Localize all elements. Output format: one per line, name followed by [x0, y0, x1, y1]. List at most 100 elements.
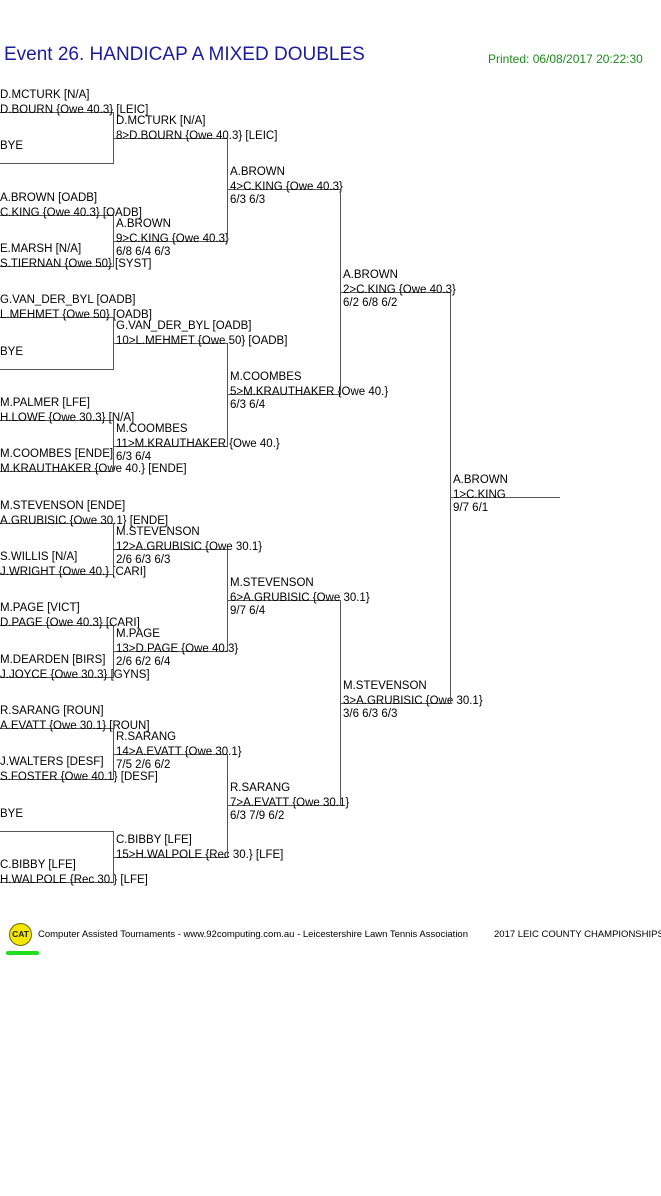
bracket-line [227, 805, 340, 806]
bracket-line [113, 343, 227, 344]
bracket-line [0, 728, 113, 729]
bracket-line [113, 138, 227, 139]
team-name-player2: 4>C.KING {Owe 40.3} [230, 181, 343, 193]
team-name-player2: S.FOSTER {Owe 40.1} [DESF] [0, 771, 158, 783]
team-name-player2: M.KRAUTHAKER {Owe 40.} [ENDE] [0, 463, 187, 475]
team-name-player1: D.MCTURK [N/A] [116, 115, 206, 127]
printed-timestamp: Printed: 06/08/2017 20:22:30 [488, 52, 643, 66]
bracket-connector [450, 292, 451, 704]
bracket-line [0, 420, 113, 421]
team-name-player1: M.STEVENSON [230, 577, 314, 589]
team-name-player1: M.STEVENSON [343, 680, 427, 692]
bracket-line [227, 189, 340, 190]
bracket-line [227, 600, 340, 601]
bracket-line [0, 677, 113, 678]
team-name-player2: H.LOWE {Owe 30.3} [N/A] [0, 412, 135, 424]
match-score: 6/3 6/4 [116, 451, 152, 463]
footer-event: 2017 LEIC COUNTY CHAMPIONSHIPS [494, 929, 661, 940]
team-name-player2: 2>C.KING {Owe 40.3} [343, 284, 456, 296]
team-name-player2: A.EVATT {Owe 30.1} [ROUN] [0, 720, 150, 732]
team-name-player1: M.STEVENSON [ENDE] [0, 500, 126, 512]
team-name-player2: 15>H.WALPOLE {Rec 30.} [LFE] [116, 849, 284, 861]
match-score: 6/8 6/4 6/3 [116, 246, 171, 258]
team-name-player1: M.PAGE [VICT] [0, 602, 80, 614]
team-name-player2: 11>M.KRAUTHAKER {Owe 40.} [116, 438, 280, 450]
match-score: 2/6 6/3 6/3 [116, 554, 171, 566]
bracket-connector [227, 138, 228, 242]
team-name-player2: 13>D.PAGE {Owe 40.3} [116, 643, 239, 655]
team-name-player1: M.DEARDEN [BIRS] [0, 654, 106, 666]
team-name-player1: R.SARANG [ROUN] [0, 705, 104, 717]
team-name-player2: 8>D.BOURN {Owe 40.3} [LEIC] [116, 130, 278, 142]
match-score: 9/7 6/1 [453, 502, 489, 514]
team-name-player2: 9>C.KING {Owe 40.3} [116, 233, 229, 245]
bracket-line [113, 857, 227, 858]
team-name-player2: 3>A.GRUBISIC {Owe 30.1} [343, 695, 483, 707]
bracket-line [0, 163, 113, 164]
bracket-line [450, 497, 560, 498]
team-name-player1: R.SARANG [116, 731, 177, 743]
team-name-player1: A.BROWN [OADB] [0, 192, 98, 204]
bracket-connector [227, 343, 228, 447]
bracket-line [0, 779, 113, 780]
match-score: 6/2 6/8 6/2 [343, 297, 398, 309]
team-name-player1: A.BROWN [343, 269, 398, 281]
cat-logo: CAT [9, 923, 32, 946]
team-name-player2: 6>A.GRUBISIC {Owe 30.1} [230, 592, 370, 604]
bracket-line [0, 369, 113, 370]
bracket-line [0, 574, 113, 575]
bracket-line [340, 703, 450, 704]
team-name-player2: A.GRUBISIC {Owe 30.1} [ENDE] [0, 515, 169, 527]
team-name-player1: M.COOMBES [230, 371, 302, 383]
team-name-player1: A.BROWN [116, 218, 171, 230]
team-name-player2: 12>A.GRUBISIC {Owe 30.1} [116, 541, 263, 553]
team-name-player2: J.JOYCE {Owe 30.3} [GYNS] [0, 669, 150, 681]
team-name-player1: J.WALTERS [DESF] [0, 756, 104, 768]
team-name-player1: M.PAGE [116, 628, 160, 640]
match-score: 6/3 7/9 6/2 [230, 810, 285, 822]
bracket-line [0, 215, 113, 216]
bracket-line [0, 831, 113, 832]
bracket-line [113, 241, 227, 242]
team-name-player2: 10>L.MEHMET {Owe 50} [OADB] [116, 335, 288, 347]
team-name-player1: M.COOMBES [116, 423, 188, 435]
team-name-player2: 14>A.EVATT {Owe 30.1} [116, 746, 242, 758]
bracket-line [113, 549, 227, 550]
team-name-player1: E.MARSH [N/A] [0, 243, 82, 255]
match-score: 7/5 2/6 6/2 [116, 759, 171, 771]
team-name-player1: M.PALMER [LFE] [0, 397, 90, 409]
bracket-line [0, 266, 113, 267]
team-name-player1: M.COOMBES [ENDE] [0, 448, 114, 460]
team-name-player2: D.BOURN {Owe 40.3} [LEIC] [0, 104, 149, 116]
bracket-line [0, 112, 113, 113]
page-title: Event 26. HANDICAP A MIXED DOUBLES [4, 44, 365, 65]
team-name-player1: BYE [0, 140, 24, 152]
bracket-line [340, 292, 450, 293]
team-name-player1: C.BIBBY [LFE] [0, 859, 76, 871]
logo-underline [6, 951, 39, 955]
team-name-player2: 5>M.KRAUTHAKER {Owe 40.} [230, 386, 389, 398]
bracket-line [113, 446, 227, 447]
team-name-player1: D.MCTURK [N/A] [0, 89, 90, 101]
team-name-player1: C.BIBBY [LFE] [116, 834, 192, 846]
team-name-player1: G.VAN_DER_BYL [OADB] [116, 320, 252, 332]
bracket-line [227, 394, 340, 395]
team-name-player2: C.KING {Owe 40.3} [OADB] [0, 207, 142, 219]
team-name-player2: H.WALPOLE {Rec 30.} [LFE] [0, 874, 148, 886]
bracket-line [0, 523, 113, 524]
team-name-player1: A.BROWN [230, 166, 285, 178]
team-name-player1: A.BROWN [453, 474, 508, 486]
team-name-player1: BYE [0, 808, 24, 820]
team-name-player2: J.WRIGHT {Owe 40.} [CARI] [0, 566, 147, 578]
team-name-player1: G.VAN_DER_BYL [OADB] [0, 294, 136, 306]
bracket-line [0, 471, 113, 472]
team-name-player1: R.SARANG [230, 782, 291, 794]
team-name-player1: S.WILLIS [N/A] [0, 551, 78, 563]
match-score: 6/3 6/3 [230, 194, 266, 206]
bracket-line [0, 317, 113, 318]
footer-credit: Computer Assisted Tournaments - www.92co… [38, 929, 469, 940]
match-score: 2/6 6/2 6/4 [116, 656, 171, 668]
team-name-player1: BYE [0, 346, 24, 358]
team-name-player1: M.STEVENSON [116, 526, 200, 538]
team-name-player2: 1>C.KING [453, 489, 506, 501]
